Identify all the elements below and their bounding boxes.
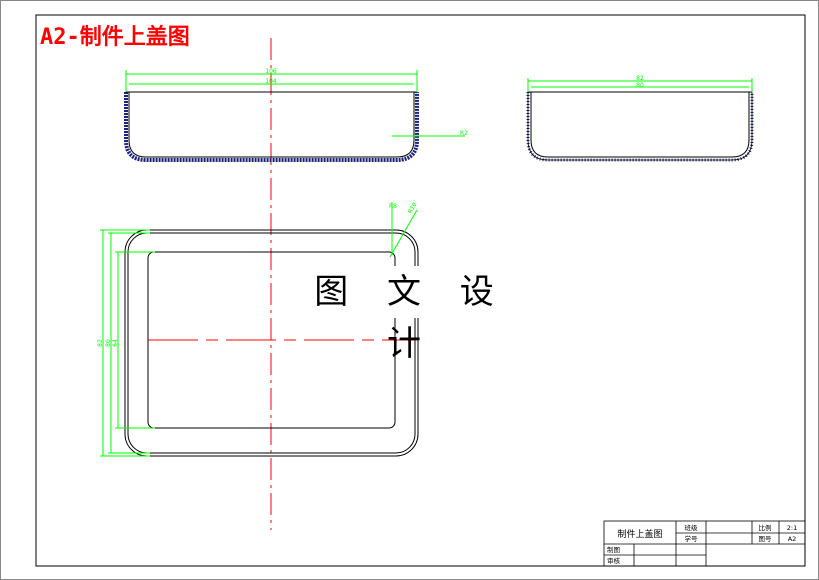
dim-plan-corner-a: R8	[389, 203, 397, 210]
drawing-no-label: 图号	[759, 535, 773, 543]
dim-front-radius: R2	[460, 130, 468, 137]
scale-value: 2:1	[787, 524, 797, 532]
watermark: 图 文 设 计	[305, 266, 517, 364]
drawn-by-label: 制图	[607, 545, 620, 554]
dim-side-outer: 82	[636, 75, 644, 82]
dim-front-inner: 104	[265, 78, 277, 85]
student-no-label: 学号	[685, 534, 699, 543]
class-label: 班级	[685, 523, 699, 532]
title-block	[603, 520, 806, 567]
checked-by-label: 审核	[607, 556, 621, 565]
dim-plan-inner: 64	[112, 339, 119, 347]
drawing-frame	[35, 14, 806, 567]
scale-label: 比例	[759, 523, 772, 532]
dim-plan-outer: 82	[97, 339, 104, 347]
plan-view: 82 80 64 R8 R10	[97, 201, 419, 457]
drawing-no-value: A2	[788, 535, 797, 543]
dim-side-inner: 80	[636, 82, 644, 89]
dim-plan-corner-b: R10	[407, 201, 419, 215]
part-name: 制件上盖图	[617, 528, 662, 540]
side-view: 82 80	[526, 75, 754, 162]
drawing-title: A2-制件上盖图	[40, 25, 190, 50]
dim-plan-mid: 80	[105, 339, 112, 347]
dim-front-outer: 106	[265, 68, 277, 75]
front-view: 106 104 R2	[124, 68, 468, 162]
